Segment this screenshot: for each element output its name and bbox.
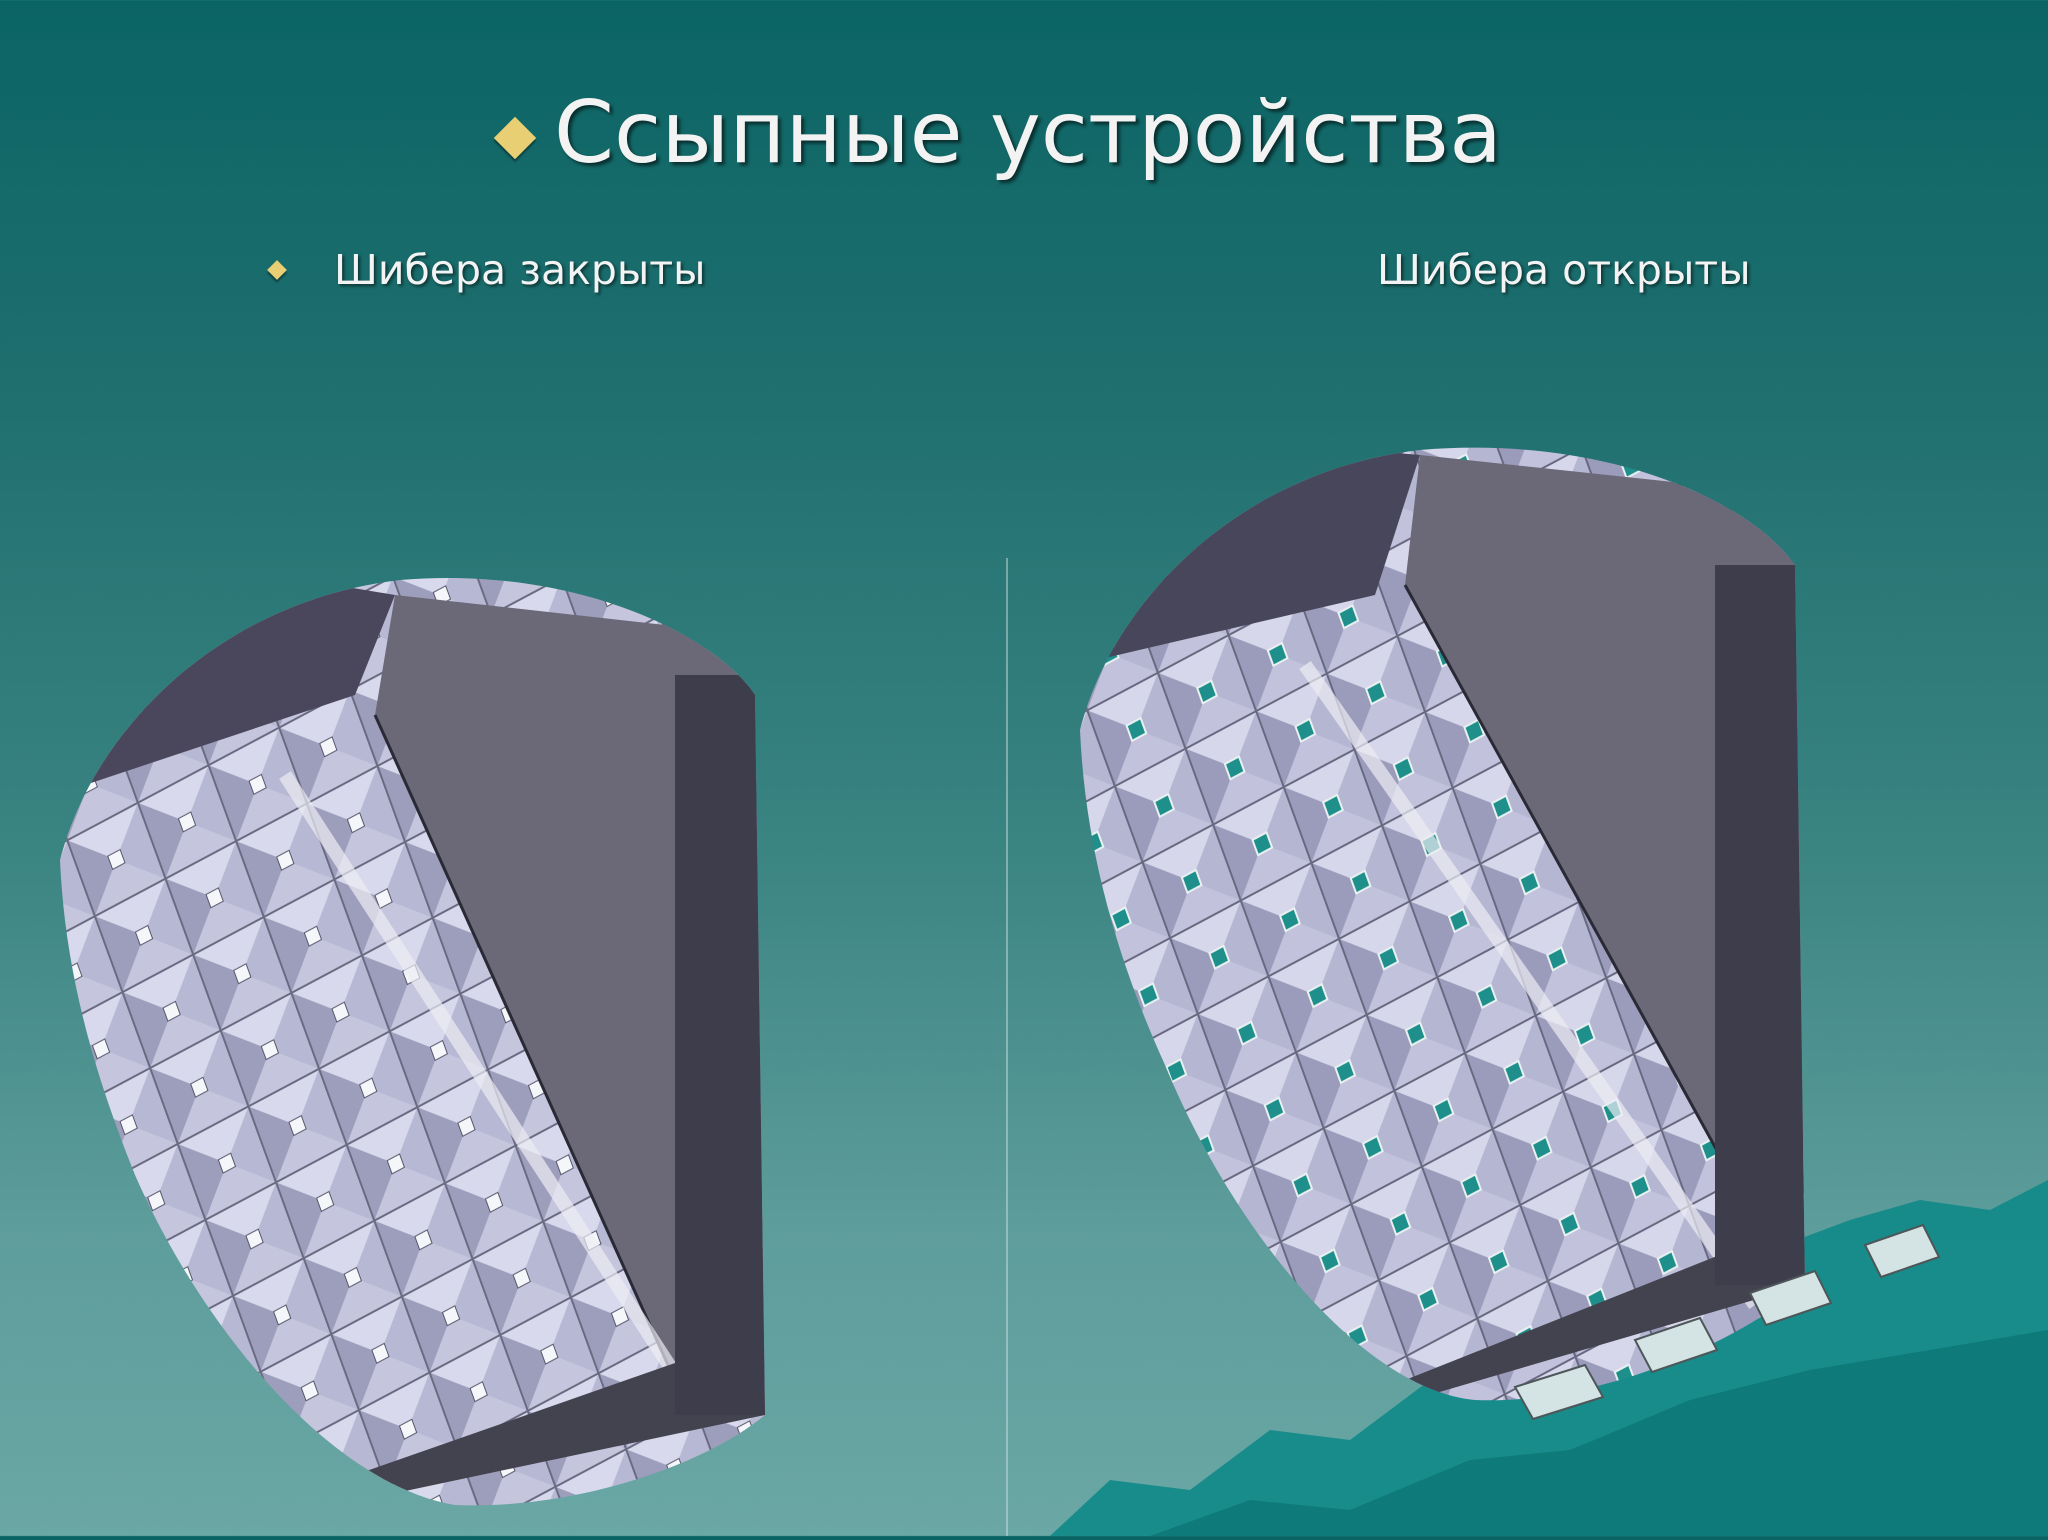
center-divider (1006, 558, 1008, 1536)
illustration-gates-open (1075, 445, 2048, 1536)
right-caption-text: Шибера открыты (1377, 246, 1751, 294)
left-caption-text: Шибера закрыты (334, 246, 706, 294)
title-bullet-icon (493, 116, 537, 160)
slide-title-text: Ссыпные устройства (554, 83, 1502, 183)
left-caption: Шибера закрыты (267, 246, 706, 294)
slide-title: Ссыпные устройства (493, 78, 1502, 188)
illustration-gates-closed (55, 575, 1000, 1510)
right-caption: Шибера открыты (1377, 246, 1751, 294)
caption-bullet-icon (267, 260, 287, 280)
